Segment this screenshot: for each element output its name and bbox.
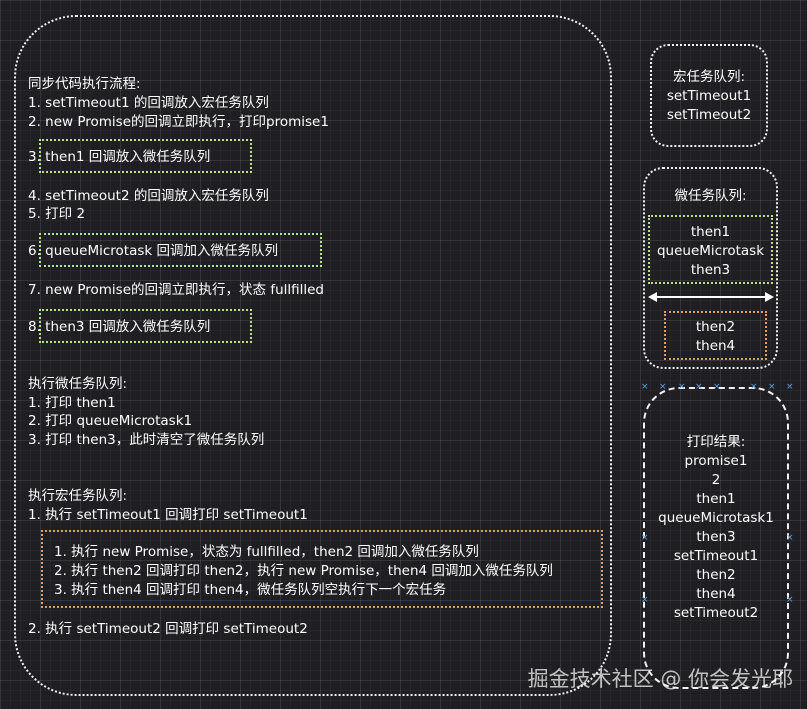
- sync-step-5: 5. 打印 2: [28, 206, 86, 222]
- output-item: setTimeout1: [673, 548, 759, 564]
- macro-sub-step-2: 2. 执行 then2 回调打印 then2，执行 new Promise，th…: [54, 563, 553, 579]
- output-item: then1: [696, 491, 736, 507]
- resize-handle-icon[interactable]: ×: [786, 382, 794, 392]
- micro-queue-title: 微任务队列:: [674, 188, 747, 204]
- resize-handle-icon[interactable]: ×: [641, 382, 649, 392]
- sync-step-4: 4. setTimeout2 的回调放入宏任务队列: [28, 188, 269, 204]
- macro-queue-box[interactable]: 宏任务队列: setTimeout1 setTimeout2: [650, 44, 768, 147]
- macro-exec-step-2: 2. 执行 setTimeout2 回调打印 setTimeout2: [28, 621, 308, 637]
- output-item: 2: [711, 472, 721, 488]
- macro-queue-item: setTimeout1: [666, 88, 752, 104]
- double-headed-arrow-icon: [648, 292, 774, 302]
- sync-step-6-box[interactable]: [39, 233, 322, 267]
- sync-step-2: 2. new Promise的回调立即执行，打印promise1: [28, 114, 329, 130]
- micro-queue-item: then3: [690, 262, 731, 278]
- output-item: then2: [696, 567, 736, 583]
- micro-queue-box[interactable]: 微任务队列:: [643, 167, 778, 369]
- resize-handle-icon[interactable]: ×: [768, 382, 776, 392]
- output-box[interactable]: 打印结果: promise1 2 then1 queueMicrotask1 t…: [643, 387, 789, 689]
- micro-exec-step-1: 1. 打印 then1: [28, 395, 116, 411]
- output-item: setTimeout2: [673, 605, 759, 621]
- macro-exec-step-1: 1. 执行 setTimeout1 回调打印 setTimeout1: [28, 507, 308, 523]
- micro-queue-second-batch[interactable]: then2 then4: [664, 311, 767, 360]
- macro-sub-steps-box[interactable]: [41, 530, 603, 608]
- output-title: 打印结果:: [686, 434, 746, 450]
- resize-handle-icon[interactable]: ×: [695, 382, 703, 392]
- sync-step-3: 3. then1 回调放入微任务队列: [28, 149, 211, 165]
- macro-queue-title: 宏任务队列:: [672, 69, 746, 85]
- resize-handle-icon[interactable]: ×: [786, 533, 794, 543]
- output-item: then3: [696, 529, 736, 545]
- sync-step-8-box[interactable]: [39, 309, 252, 343]
- macro-queue-item: setTimeout2: [666, 107, 752, 123]
- micro-queue-item: queueMicrotask: [656, 243, 765, 259]
- macro-sub-step-1: 1. 执行 new Promise，状态为 fullfilled，then2 回…: [54, 544, 479, 560]
- sync-step-6: 6. queueMicrotask 回调加入微任务队列: [28, 243, 279, 259]
- main-flow-container[interactable]: [14, 15, 612, 696]
- sync-step-3-box[interactable]: [39, 139, 252, 173]
- resize-handle-icon[interactable]: ×: [659, 382, 667, 392]
- resize-handle-icon[interactable]: ×: [641, 533, 649, 543]
- sync-title: 同步代码执行流程:: [28, 76, 141, 92]
- macro-exec-title: 执行宏任务队列:: [28, 488, 128, 504]
- resize-handle-icon[interactable]: ×: [713, 382, 721, 392]
- resize-handle-icon[interactable]: ×: [750, 382, 758, 392]
- resize-handle-icon[interactable]: ×: [678, 382, 686, 392]
- output-item: queueMicrotask1: [658, 510, 774, 526]
- micro-queue-first-batch[interactable]: then1 queueMicrotask then3: [648, 215, 773, 284]
- sync-step-7: 7. new Promise的回调立即执行，状态 fullfilled: [28, 282, 325, 298]
- micro-queue-item: then4: [695, 338, 736, 354]
- micro-queue-item: then2: [695, 319, 736, 335]
- micro-exec-title: 执行微任务队列:: [28, 376, 128, 392]
- output-item: then4: [696, 586, 736, 602]
- resize-handle-icon[interactable]: ×: [786, 595, 794, 605]
- watermark: 掘金技术社区 @ 你会发光耶: [527, 667, 793, 691]
- micro-exec-step-3: 3. 打印 then3，此时清空了微任务队列: [28, 432, 265, 448]
- sync-step-1: 1. setTimeout1 的回调放入宏任务队列: [28, 95, 269, 111]
- micro-queue-item: then1: [690, 224, 731, 240]
- micro-exec-step-2: 2. 打印 queueMicrotask1: [28, 413, 193, 429]
- resize-handle-icon[interactable]: ×: [641, 595, 649, 605]
- macro-sub-step-3: 3. 执行 then4 回调打印 then4，微任务队列空执行下一个宏任务: [54, 582, 447, 598]
- sync-step-8: 8. then3 回调放入微任务队列: [28, 319, 211, 335]
- output-item: promise1: [684, 453, 748, 469]
